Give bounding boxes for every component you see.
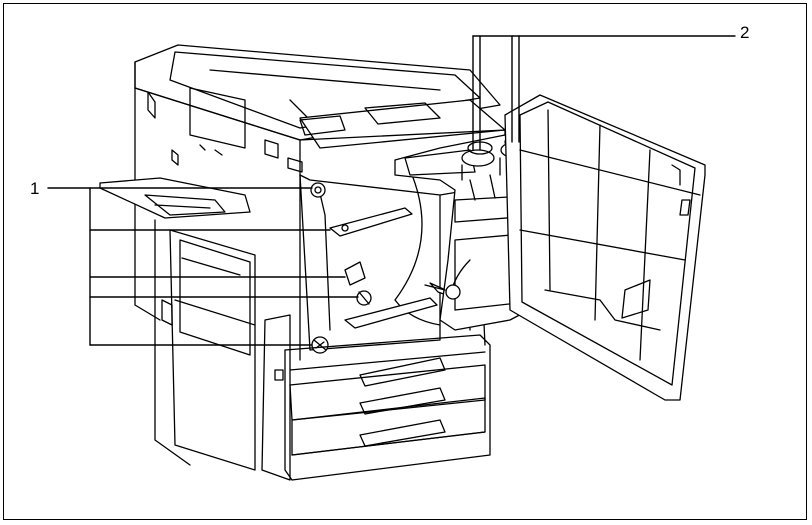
front-door <box>504 94 706 401</box>
copier-body <box>99 44 506 471</box>
figure-frame <box>3 3 807 520</box>
callout-label-2: 2 <box>740 23 750 42</box>
paper-cassettes <box>261 314 491 481</box>
callout-label-1: 1 <box>30 179 40 198</box>
callout-2-leaders <box>472 35 736 151</box>
callout-1-leaders <box>47 187 359 346</box>
